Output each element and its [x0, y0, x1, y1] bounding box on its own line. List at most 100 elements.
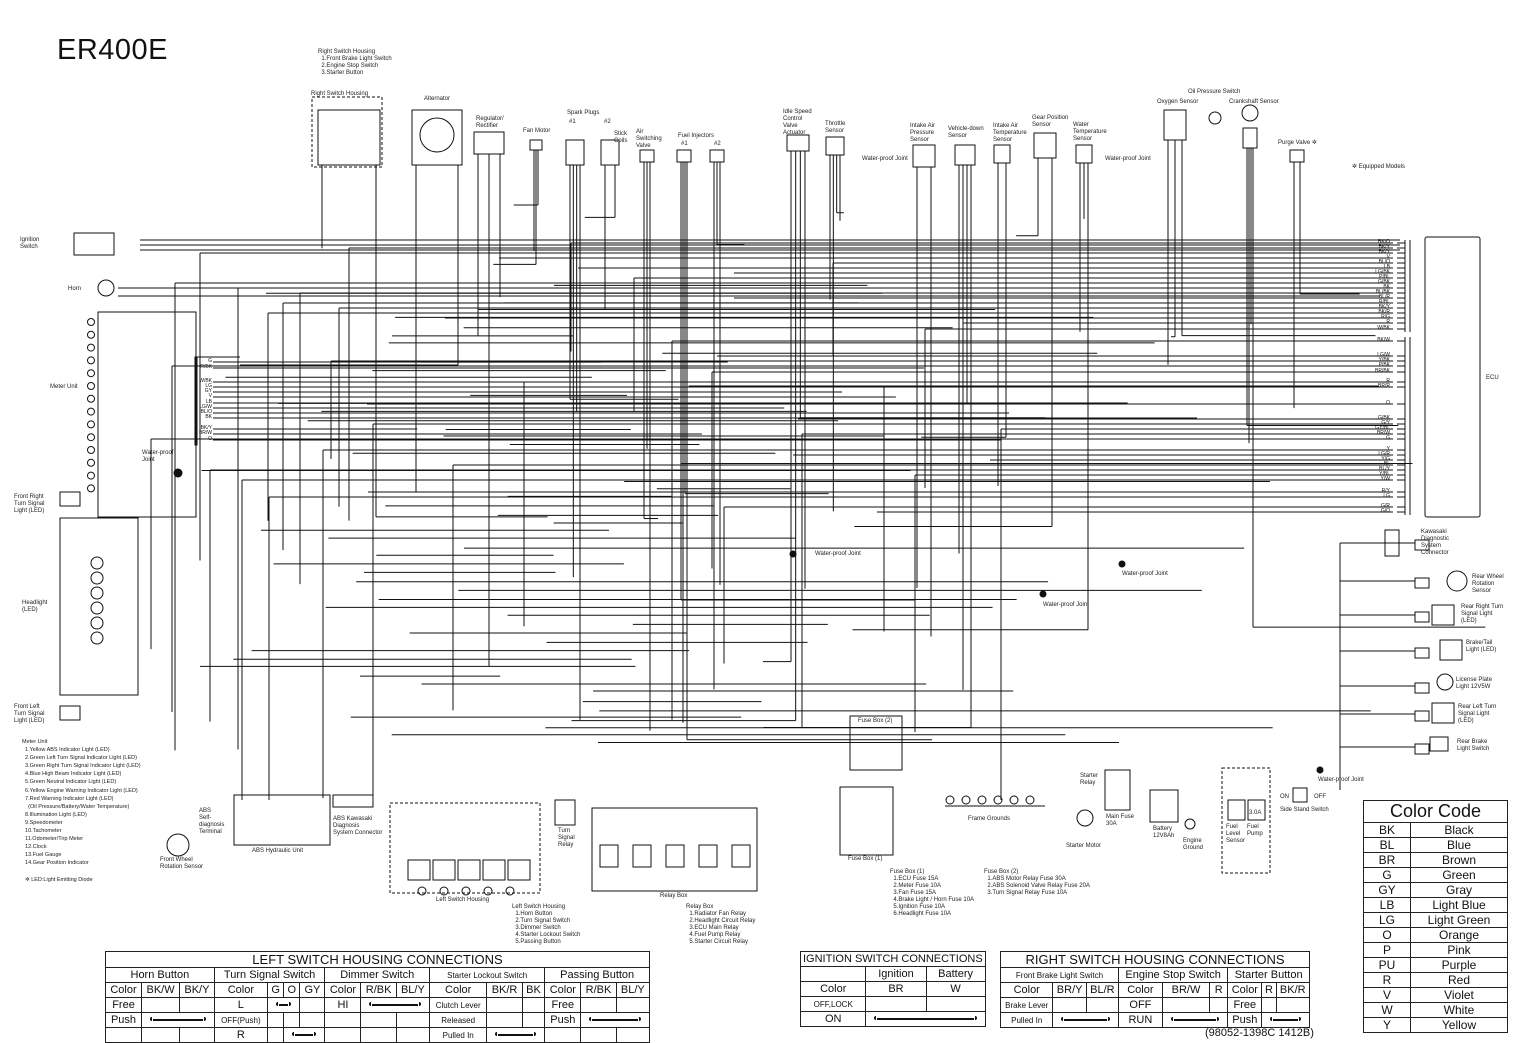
- wire-color-header: Color: [999, 982, 1054, 998]
- gear-position-label: Gear Position Sensor: [1032, 115, 1069, 128]
- water-proof-joint-label: Water-proof Joint: [862, 156, 908, 162]
- alternator-label: Alternator: [424, 96, 451, 102]
- ecu-pin-label: Y/BK: [1378, 357, 1390, 363]
- wire-color-header: BK/Y: [179, 982, 215, 998]
- fuel-pump-box: [1221, 767, 1271, 874]
- connector: [1414, 682, 1430, 694]
- switch-position: [105, 1027, 142, 1043]
- starter-relay-label: Starter Relay: [1080, 773, 1099, 786]
- wire-color-header: BL/R: [1085, 982, 1119, 998]
- water-proof-joint: [1039, 590, 1047, 598]
- water-proof-joint: [1118, 560, 1126, 568]
- horn-label: Horn: [68, 286, 82, 292]
- abs-terminal-label: ABS Self- diagnosis Terminal: [199, 808, 225, 835]
- switch-name: Passing Button: [544, 967, 650, 983]
- fuel-level-sensor: [1227, 799, 1246, 821]
- kawasaki-diagnostic-connector: [1384, 529, 1400, 557]
- right-switch-housing-label: Right Switch Housing: [311, 91, 369, 97]
- fuel-pump-rating: 3.0A: [1249, 810, 1262, 816]
- wire-color-header: R: [1261, 982, 1277, 998]
- meter-wire-label: LB: [205, 399, 212, 405]
- meter-unit-legend: Meter Unit 1.Yellow ABS Indicator Light …: [22, 739, 141, 883]
- wire-color-header: Color: [544, 982, 582, 998]
- engine-ground: [1184, 818, 1196, 830]
- switch-position: [324, 1027, 362, 1043]
- ecu-pin-label: BL: [1383, 461, 1390, 467]
- color-name: Blue: [1410, 837, 1508, 853]
- switch-element: [407, 859, 431, 881]
- ecu-pin-label: BK/W: [1377, 337, 1390, 343]
- left-switch-housing-list: Left Switch Housing 1.Horn Button 2.Turn…: [512, 904, 581, 945]
- color-abbreviation: P: [1363, 942, 1411, 958]
- frame-ground: [1025, 795, 1035, 805]
- component-body: [709, 149, 725, 163]
- component-body: [993, 144, 1011, 164]
- throttle-sensor-label: Throttle Sensor: [825, 121, 846, 134]
- connection-indicator: [1061, 1017, 1110, 1023]
- fuel-level-sensor-label: Fuel Level Sensor: [1226, 824, 1246, 844]
- side-stand-switch-label: Side Stand Switch: [1280, 807, 1329, 813]
- relay: [698, 844, 718, 868]
- switch-name: Turn Signal Switch: [213, 967, 326, 983]
- water-temp-label: Water Temperature Sensor: [1073, 122, 1107, 142]
- color-abbreviation: BK: [1363, 822, 1411, 838]
- ecu-pin-label: BL/Y: [1379, 466, 1390, 472]
- switch-element: [482, 859, 506, 881]
- iscv-label: Idle Speed Control Valve Actuator: [783, 109, 812, 136]
- ecu-pin-label: GY/BL: [1375, 425, 1390, 431]
- frame-ground: [977, 795, 987, 805]
- fuse-box-2-label: Fuse Box (2): [858, 718, 893, 724]
- fuse-box-2-list: Fuse Box (2) 1.ABS Motor Relay Fuse 30A …: [984, 869, 1090, 896]
- front-wheel-sensor-label: Front Wheel Rotation Sensor: [160, 857, 204, 870]
- vehicle-down-label: Vehicle-down Sensor: [948, 126, 984, 139]
- meter-index-marker: [87, 458, 95, 467]
- rear-wheel-sensor: [1446, 570, 1468, 592]
- switch-name: Front Brake Light Switch: [1000, 967, 1119, 983]
- ecu-pin-label: Y: [1386, 446, 1390, 452]
- color-abbreviation: O: [1363, 927, 1411, 943]
- spark-plug-1-label: #1: [569, 119, 576, 125]
- front-left-turn-light: [59, 705, 81, 721]
- meter-wire-label: BR/W: [198, 430, 212, 436]
- meter-wire-label: R/BK: [200, 364, 212, 370]
- right-switch-housing-box: [311, 96, 383, 168]
- left-switch-housing-label: Left Switch Housing: [436, 897, 490, 903]
- abs-diag-connector: [332, 794, 374, 808]
- wire-color-header: Color: [105, 982, 142, 998]
- rear-right-turn-light: [1431, 604, 1455, 626]
- ecu-pin-label: LG/R: [1378, 451, 1390, 457]
- meter-wire-label: BL/O: [200, 409, 212, 415]
- ecu-pin-label: R/BL: [1378, 299, 1390, 305]
- connection-indicator: [589, 1017, 641, 1023]
- color-abbreviation: BL: [1363, 837, 1411, 853]
- air-switching-valve-label: Air Switching Valve: [636, 129, 662, 149]
- wire-color-header: Color: [428, 982, 488, 998]
- ecu-pin-label: BK/O: [1378, 239, 1390, 245]
- wire-color-header: BR/W: [1161, 982, 1211, 998]
- ignition-switch-label: Ignition Switch: [20, 237, 40, 250]
- rear-left-turn-label: Rear Left Turn Signal Light (LED): [1458, 704, 1497, 724]
- meter-wire-label: GY: [204, 388, 212, 394]
- ecu-pin-label: G/BK: [1378, 279, 1390, 285]
- ecu-pin-label: BL/O: [1378, 259, 1390, 265]
- fuel-pump: [1247, 799, 1266, 821]
- relay: [665, 844, 685, 868]
- turn-signal-relay-label: Turn Signal Relay: [558, 828, 575, 848]
- frame-ground: [993, 795, 1003, 805]
- fuse-box-2: [849, 715, 903, 771]
- component-body: [912, 144, 936, 168]
- table-title: LEFT SWITCH HOUSING CONNECTIONS: [105, 951, 650, 968]
- component-body: [317, 109, 381, 166]
- color-abbreviation: V: [1363, 987, 1411, 1003]
- ecu-pin-label: LG/BK: [1375, 269, 1390, 275]
- horn-icon: [97, 279, 115, 297]
- wire-color-header: BK: [521, 982, 546, 998]
- abs-unit-label: ABS Hydraulic Unit: [252, 848, 304, 854]
